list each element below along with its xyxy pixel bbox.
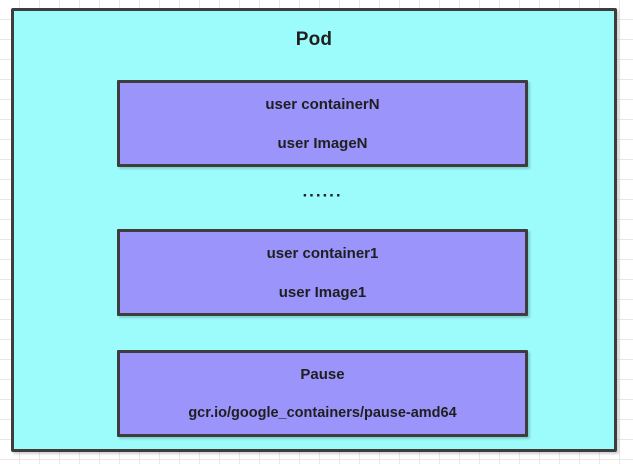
pause-container-name-label: Pause bbox=[300, 366, 345, 383]
user-containerN-name-label: user containerN bbox=[265, 95, 380, 113]
pod-container-box: Pod user containerN user ImageN ······ u… bbox=[11, 8, 617, 452]
user-container1-box: user container1 user Image1 bbox=[117, 229, 528, 316]
user-containerN-box: user containerN user ImageN bbox=[117, 80, 528, 167]
user-container1-name-label: user container1 bbox=[266, 244, 379, 262]
pause-container-image-label: gcr.io/google_containers/pause-amd64 bbox=[188, 405, 457, 421]
ellipsis-separator: ······ bbox=[302, 186, 343, 205]
pause-container-box: Pause gcr.io/google_containers/pause-amd… bbox=[117, 350, 528, 437]
user-containerN-image-label: user ImageN bbox=[277, 134, 368, 152]
user-container1-image-label: user Image1 bbox=[278, 283, 367, 301]
pod-title-label: Pod bbox=[295, 29, 333, 50]
